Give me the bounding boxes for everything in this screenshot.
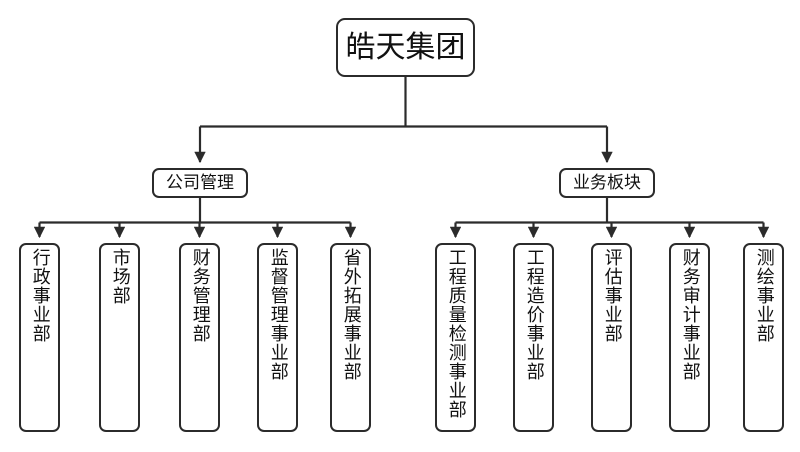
node-appraisal-label: 评估事业部 xyxy=(601,248,623,343)
node-quality-inspection[interactable]: 工程质量检测事业部 xyxy=(435,243,476,432)
node-company-management-label: 公司管理 xyxy=(166,172,234,193)
node-outprovince-expansion-label: 省外拓展事业部 xyxy=(340,248,362,381)
node-marketing[interactable]: 市场部 xyxy=(99,243,140,432)
node-surveying-mapping-label: 测绘事业部 xyxy=(753,248,775,343)
node-administrative[interactable]: 行政事业部 xyxy=(19,243,60,432)
node-business-sector[interactable]: 业务板块 xyxy=(559,168,655,198)
node-company-management[interactable]: 公司管理 xyxy=(152,168,248,198)
node-administrative-label: 行政事业部 xyxy=(29,248,51,343)
node-engineering-cost[interactable]: 工程造价事业部 xyxy=(513,243,554,432)
node-business-sector-label: 业务板块 xyxy=(573,172,641,193)
node-quality-inspection-label: 工程质量检测事业部 xyxy=(445,248,467,419)
node-finance-management[interactable]: 财务管理部 xyxy=(179,243,220,432)
node-appraisal[interactable]: 评估事业部 xyxy=(591,243,632,432)
node-finance-management-label: 财务管理部 xyxy=(189,248,211,343)
node-financial-audit[interactable]: 财务审计事业部 xyxy=(669,243,710,432)
node-root-label: 皓天集团 xyxy=(345,29,466,65)
node-surveying-mapping[interactable]: 测绘事业部 xyxy=(743,243,784,432)
node-root[interactable]: 皓天集团 xyxy=(336,18,475,77)
node-financial-audit-label: 财务审计事业部 xyxy=(679,248,701,381)
node-supervision-management-label: 监督管理事业部 xyxy=(267,248,289,381)
node-engineering-cost-label: 工程造价事业部 xyxy=(523,248,545,381)
node-marketing-label: 市场部 xyxy=(109,248,131,305)
node-supervision-management[interactable]: 监督管理事业部 xyxy=(257,243,298,432)
node-outprovince-expansion[interactable]: 省外拓展事业部 xyxy=(330,243,371,432)
